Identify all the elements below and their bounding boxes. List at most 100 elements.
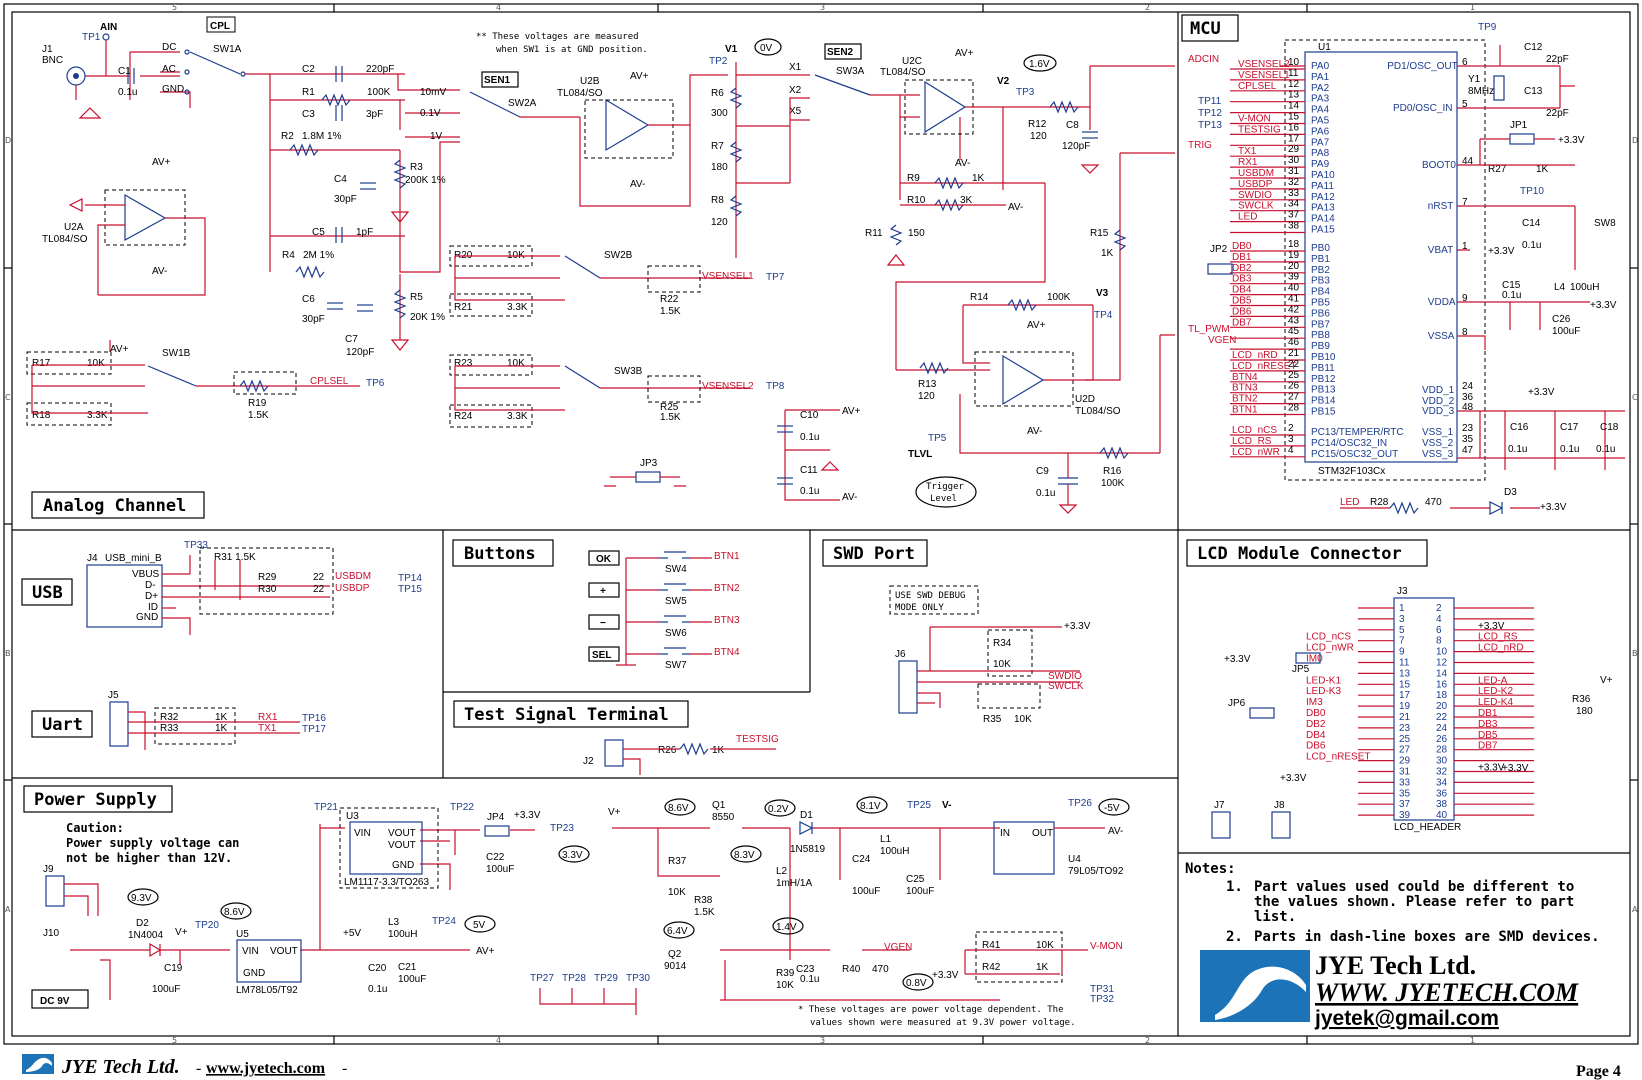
lcd-net-label: DB7 (1478, 741, 1498, 752)
row-label-left: A (5, 905, 11, 914)
mcu-pin-name: PB15 (1311, 407, 1336, 418)
mcu-pin-number: 17 (1288, 133, 1300, 144)
lcd-pin-number: 12 (1436, 658, 1448, 669)
mcu-pin-name: PA7 (1311, 137, 1330, 148)
svg-text:TP25: TP25 (907, 800, 931, 811)
mcu-pin-number: 44 (1462, 156, 1474, 167)
svg-text:TL084/SO: TL084/SO (557, 88, 603, 99)
lcd-pin-number: 10 (1436, 647, 1448, 658)
svg-text:L2: L2 (776, 866, 788, 877)
svg-text:C25: C25 (906, 874, 925, 885)
mcu-pin-number: 47 (1462, 445, 1474, 456)
svg-text:TP6: TP6 (366, 378, 385, 389)
svg-text:TP7: TP7 (766, 272, 785, 283)
svg-text:200K 1%: 200K 1% (405, 175, 446, 186)
lcd-pin-number: 11 (1399, 658, 1410, 669)
svg-text:GND: GND (392, 860, 414, 871)
col-label-bottom: 1 (1470, 1036, 1475, 1045)
svg-text:C26: C26 (1552, 314, 1571, 325)
svg-text:R1: R1 (302, 87, 315, 98)
svg-text:SWCLK: SWCLK (1048, 681, 1084, 692)
svg-text:TP14: TP14 (398, 573, 422, 584)
svg-text:V+: V+ (1600, 675, 1613, 686)
svg-text:R6: R6 (711, 88, 724, 99)
lcd-net-label: LCD_nWR (1306, 643, 1354, 654)
svg-text:AV-: AV- (1008, 202, 1023, 213)
svg-text:Analog Channel: Analog Channel (43, 496, 186, 516)
svg-text:8.3V: 8.3V (734, 850, 755, 861)
connector-j9 (45, 875, 65, 907)
usb-connector-j4 (86, 564, 163, 628)
lcd-pin-number: 31 (1399, 767, 1411, 778)
mcu-pin-name: PB7 (1311, 319, 1330, 330)
analog-channel: J1 BNC AIN TP1 C1 0.1u DC AC GND CPL SW1… (26, 16, 1212, 514)
svg-text:R17: R17 (32, 358, 51, 369)
svg-text:AV+: AV+ (842, 406, 861, 417)
svg-text:USB: USB (32, 583, 63, 603)
uart-connector-j5 (109, 701, 129, 747)
svg-text:470: 470 (872, 964, 889, 975)
col-label-bottom: 5 (172, 1036, 177, 1045)
svg-text:470: 470 (1425, 497, 1442, 508)
mcu-net-label: LCD_nCS (1232, 425, 1277, 436)
svg-text:J4: J4 (87, 553, 98, 564)
svg-text:USBDM: USBDM (335, 571, 371, 582)
mcu-net-label: SWCLK (1238, 201, 1274, 212)
svg-text:R28: R28 (1370, 497, 1389, 508)
svg-text:SW8: SW8 (1594, 218, 1616, 229)
svg-text:list.: list. (1254, 909, 1296, 925)
mcu-pin-number: 9 (1462, 293, 1468, 304)
svg-text:VGEN: VGEN (1208, 335, 1236, 346)
connector-j7 (1211, 811, 1231, 839)
svg-text:SW3A: SW3A (836, 66, 865, 77)
mcu-net-label: VSENSEL1 (1238, 70, 1290, 81)
lcd-pin-number: 6 (1436, 625, 1442, 636)
svg-text:R31 1.5K: R31 1.5K (214, 552, 256, 563)
lcd-pin-number: 2 (1436, 603, 1442, 614)
section-title-mcu: MCU (1181, 14, 1239, 42)
test-connector-j2 (604, 739, 624, 767)
mcu-net-label: BTN1 (1232, 405, 1258, 416)
mcu-pin-name: PA10 (1311, 170, 1335, 181)
lcd-pin-number: 24 (1436, 723, 1448, 734)
svg-text:SWDIO: SWDIO (1048, 671, 1082, 682)
svg-text:AV-: AV- (842, 492, 857, 503)
col-label-top: 5 (172, 3, 177, 12)
svg-text:R2: R2 (281, 131, 294, 142)
mcu-net-label: DB0 (1232, 241, 1252, 252)
svg-text:C14: C14 (1522, 218, 1541, 229)
section-title-uart: Uart (31, 710, 93, 738)
svg-text:SW1B: SW1B (162, 348, 191, 359)
svg-text:R3: R3 (410, 162, 423, 173)
lcd-pin-number: 14 (1436, 668, 1448, 679)
svg-text:TP9: TP9 (1478, 22, 1497, 33)
mcu-pin-name: VSS_1 (1422, 427, 1454, 438)
svg-text:3.3V: 3.3V (562, 850, 583, 861)
mcu-net-label: LCD_nRD (1232, 350, 1278, 361)
mcu-pin-name: PB8 (1311, 330, 1330, 341)
svg-text:100uH: 100uH (388, 929, 417, 940)
lcd-pin-number: 37 (1399, 799, 1411, 810)
svg-text:TP21: TP21 (314, 802, 338, 813)
mcu-pin-name: PB6 (1311, 308, 1330, 319)
svg-text:C22: C22 (486, 852, 505, 863)
svg-text:JP1: JP1 (1510, 120, 1528, 131)
svg-text:CPL: CPL (210, 21, 230, 32)
svg-text:TP26: TP26 (1068, 798, 1092, 809)
mcu-pin-number: 25 (1288, 370, 1300, 381)
svg-text:1.4V: 1.4V (776, 922, 797, 933)
svg-text:R38: R38 (694, 895, 713, 906)
mcu-pin-number: 22 (1288, 359, 1300, 370)
svg-text:1.5K: 1.5K (660, 306, 681, 317)
mcu-pin-number: 36 (1462, 392, 1474, 403)
mcu-pin-number: 45 (1288, 326, 1300, 337)
brand-block: JYE Tech Ltd. WWW. JYETECH.COM jyetek@gm… (1314, 951, 1579, 1030)
mcu-left-pins: PA010VSENSEL2PA111VSENSEL1PA212CPLSELPA3… (1230, 57, 1404, 460)
mcu-pin-name: PA9 (1311, 159, 1330, 170)
mcu-pin-name: PA11 (1311, 181, 1334, 192)
svg-text:1.6V: 1.6V (1029, 59, 1050, 70)
svg-text:3pF: 3pF (366, 109, 383, 120)
mcu-pin-number: 43 (1288, 315, 1300, 326)
